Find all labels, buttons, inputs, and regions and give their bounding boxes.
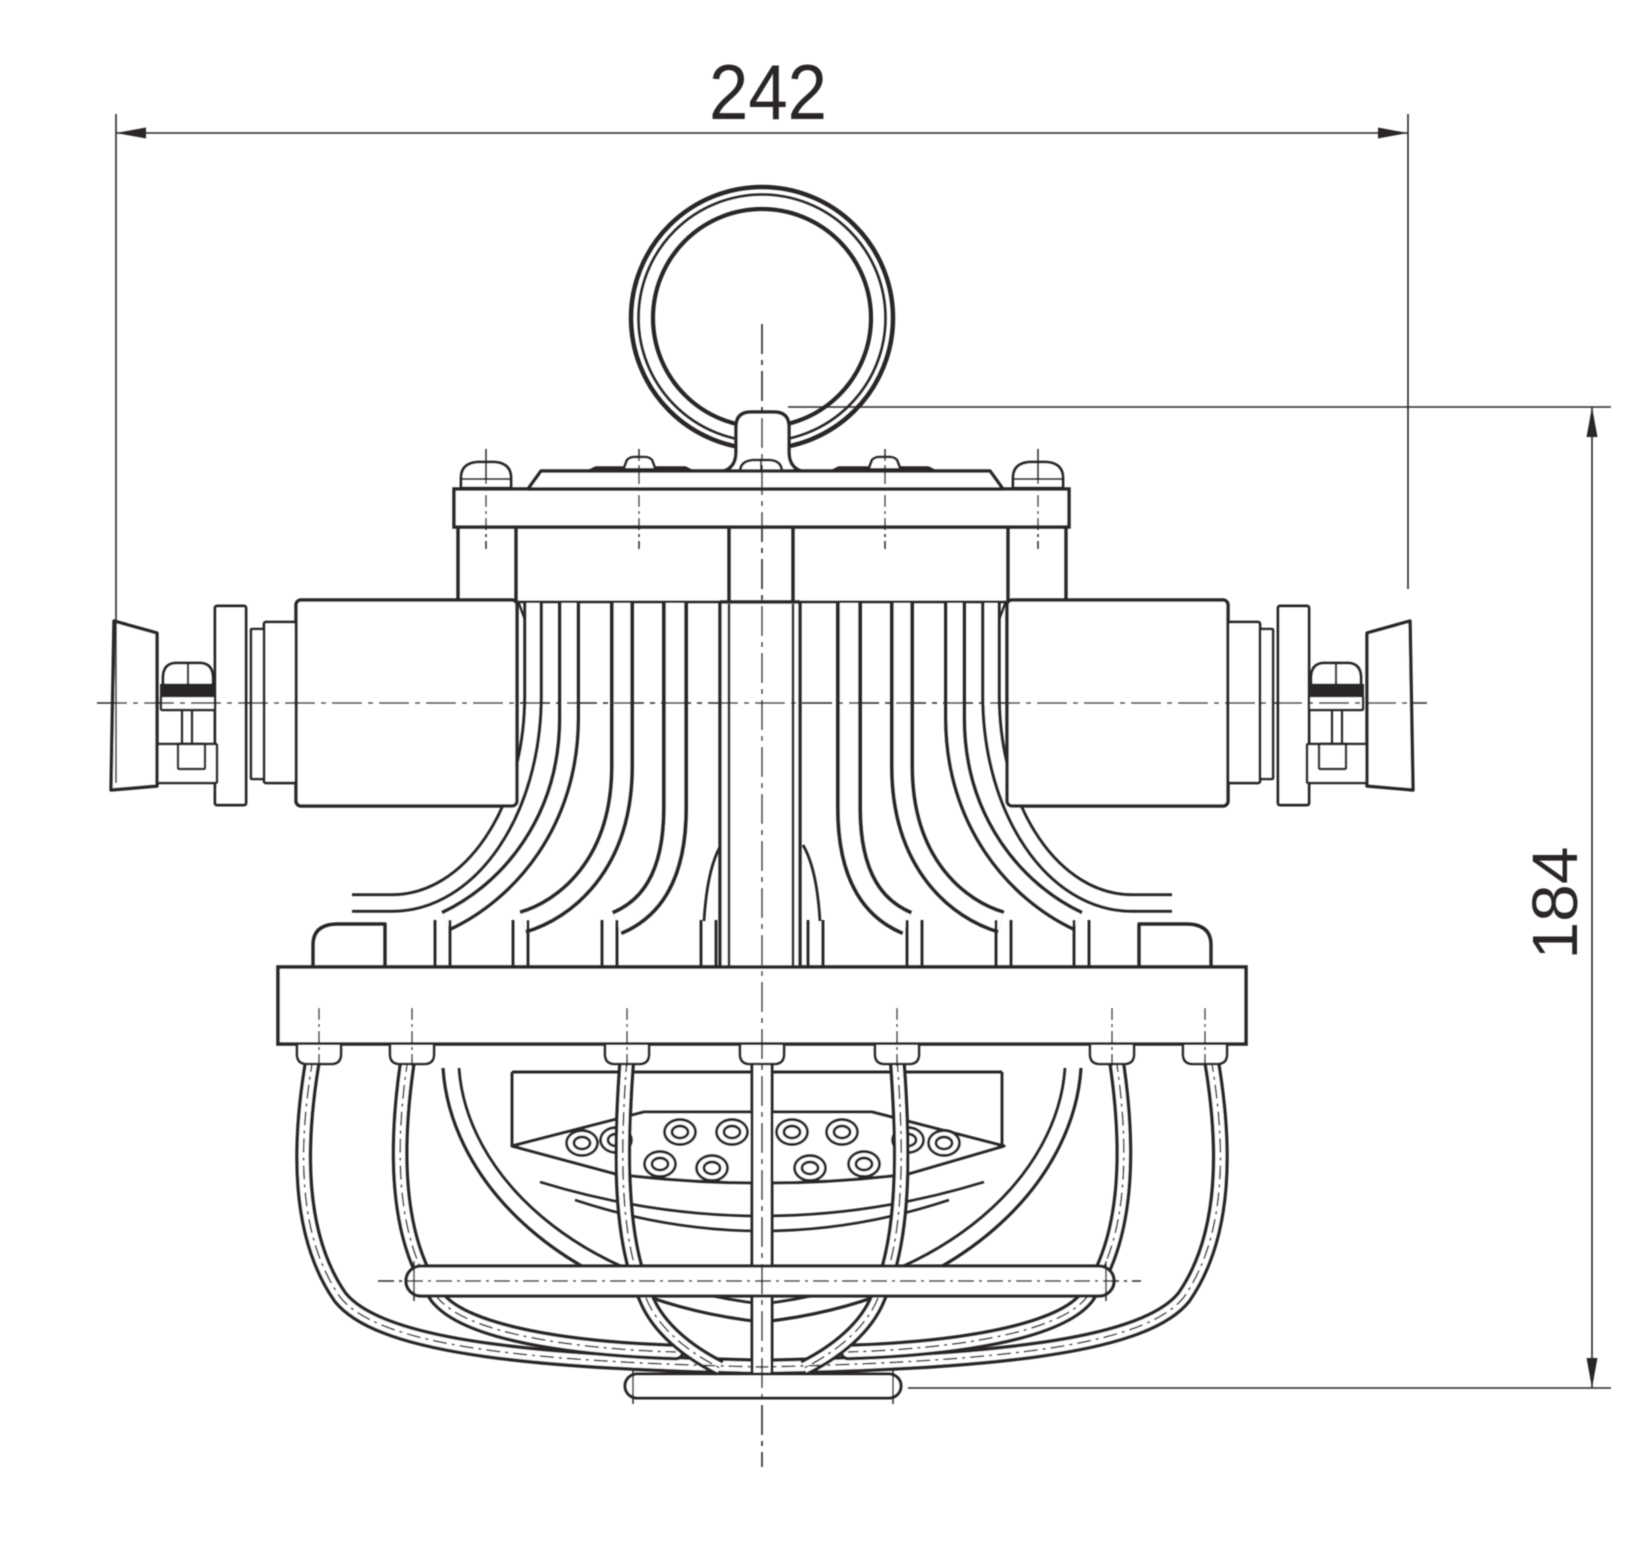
svg-text:242: 242 bbox=[709, 48, 827, 136]
svg-text:184: 184 bbox=[1519, 847, 1591, 960]
